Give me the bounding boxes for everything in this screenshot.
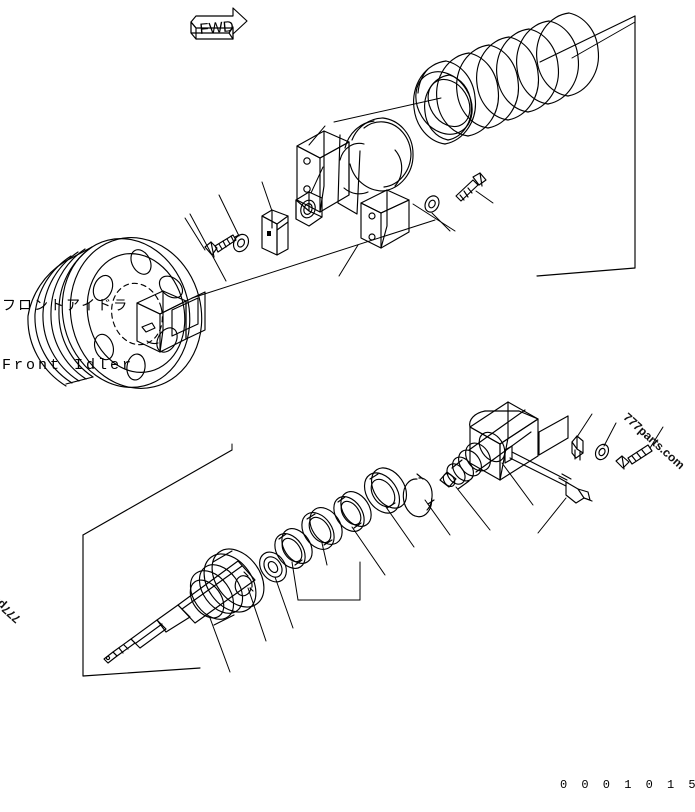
leader-lines-upper — [184, 21, 636, 299]
spring-yoke-bracket — [296, 117, 414, 249]
spacer-nut — [295, 191, 323, 227]
washer-right — [424, 195, 440, 213]
front-idler-label-jp: フロントアイドラ — [2, 298, 130, 314]
washer-lower — [594, 443, 610, 461]
idler-shaft — [103, 548, 265, 664]
bushing-c — [333, 491, 372, 532]
bolt-lower — [615, 444, 653, 470]
small-snap-ring — [234, 571, 254, 597]
leader-lines-lower — [209, 413, 664, 673]
svg-text:FWD: FWD — [199, 18, 235, 38]
watermark-top: 777parts.com — [0, 0, 46, 2]
shaft-journal — [439, 409, 532, 490]
bolt-upper — [204, 234, 237, 258]
front-idler-label-en: Front Idler — [2, 357, 135, 374]
recoil-spring — [413, 12, 600, 145]
bushing-a — [274, 528, 313, 569]
front-idler-label: フロントアイドラ Front Idler — [2, 256, 134, 416]
lock-plate-support — [538, 415, 569, 456]
support-housing — [469, 401, 568, 487]
fwd-arrow-icon: FWD — [190, 7, 248, 40]
seal-ring — [259, 551, 287, 583]
retainer-bracket — [261, 209, 289, 256]
drawing-number: 0 0 0 1 0 1 5 4 — [560, 778, 695, 792]
lock-plate — [571, 435, 584, 461]
bolt-right — [455, 172, 487, 202]
lower-reference-plane — [82, 449, 233, 677]
retaining-snap-ring — [402, 473, 435, 518]
grease-fitting — [558, 473, 593, 504]
bushing-b — [301, 507, 343, 550]
upper-reference-plane — [536, 15, 636, 277]
front-idler-wheel — [27, 237, 206, 389]
thrust-ring — [363, 467, 408, 514]
